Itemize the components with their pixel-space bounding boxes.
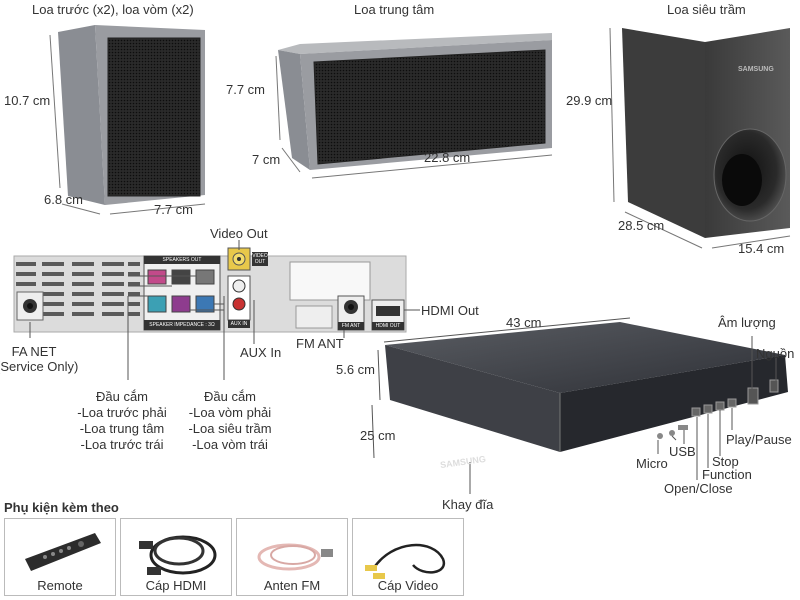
remote-icon	[25, 533, 101, 571]
connector-group-front-line4: -Loa trước trái	[80, 437, 164, 452]
aux-in-port-label: AUX IN	[230, 321, 248, 327]
front-speaker-dimensions	[49, 34, 206, 215]
front-speaker-depth: 6.8 cm	[44, 192, 84, 207]
subwoofer-brand: SAMSUNG	[738, 66, 774, 73]
connector-group-front-line2: -Loa trước phải	[77, 405, 167, 420]
accessory-hdmi-cable: Cáp HDMI	[120, 518, 232, 596]
open-close-label: Open/Close	[664, 481, 733, 496]
function-label: Function	[702, 467, 752, 482]
connector-group-surround-line3: -Loa siêu trầm	[188, 421, 272, 436]
fa-net-label: FA NET (Service Only)	[0, 344, 78, 374]
micro-label: Micro	[636, 456, 668, 471]
connector-group-surround-line2: -Loa vòm phải	[188, 405, 272, 420]
main-unit-width: 43 cm	[506, 315, 542, 330]
center-speaker-width: 22.8 cm	[424, 150, 471, 165]
fa-net-line1: FA NET	[11, 344, 57, 359]
rear-panel-leaders	[29, 240, 420, 380]
connector-group-front-line1: Đầu cắm	[95, 389, 149, 404]
accessory-fm-antenna: Anten FM	[236, 518, 348, 596]
main-unit-leaders	[371, 317, 777, 494]
accessories-title: Phụ kiện kèm theo	[4, 500, 119, 515]
fa-net-line2: (Service Only)	[0, 359, 79, 374]
accessory-remote-label: Remote	[37, 578, 83, 593]
front-speaker	[58, 25, 205, 205]
accessory-video-cable-label: Cáp Video	[377, 578, 439, 593]
fm-ant-port-label: FM ANT	[341, 323, 361, 329]
accessory-hdmi-cable-label: Cáp HDMI	[145, 578, 207, 593]
front-speaker-width: 7.7 cm	[154, 202, 194, 217]
volume-label: Âm lượng	[718, 315, 776, 330]
subwoofer	[622, 28, 790, 238]
connector-group-front: Đầu cắm -Loa trước phải -Loa trung tâm -…	[72, 389, 172, 453]
hdmi-out-label: HDMI Out	[421, 303, 479, 318]
connector-group-front-line3: -Loa trung tâm	[79, 421, 165, 436]
main-unit	[385, 322, 788, 452]
disc-tray-label: Khay đĩa	[442, 497, 494, 512]
aux-in-label: AUX In	[240, 345, 282, 360]
front-speaker-title: Loa trước (x2), loa vòm (x2)	[32, 2, 194, 17]
subwoofer-dimensions	[609, 27, 791, 249]
subwoofer-depth: 28.5 cm	[618, 218, 665, 233]
subwoofer-title: Loa siêu trầm	[667, 2, 746, 17]
speaker-impedance-label: SPEAKER IMPEDANCE : 3Ω	[149, 322, 215, 328]
accessory-fm-antenna-label: Anten FM	[263, 578, 321, 593]
center-speaker	[278, 33, 552, 170]
center-speaker-dimensions	[275, 55, 553, 179]
accessory-video-cable: Cáp Video	[352, 518, 464, 596]
speakers-out-label: SPEAKERS OUT	[162, 257, 202, 263]
video-out-port-label: VIDEO OUT	[252, 253, 268, 265]
center-speaker-title: Loa trung tâm	[354, 2, 435, 17]
center-speaker-height: 7.7 cm	[226, 82, 266, 97]
fm-ant-label: FM ANT	[296, 336, 344, 351]
center-speaker-depth: 7 cm	[252, 152, 281, 167]
play-pause-label: Play/Pause	[726, 432, 792, 447]
subwoofer-width: 15.4 cm	[738, 241, 785, 256]
main-unit-height: 5.6 cm	[336, 362, 376, 377]
fm-antenna-icon	[257, 543, 333, 571]
power-label: Nguồn	[756, 346, 795, 361]
hdmi-cable-icon	[139, 535, 217, 575]
accessory-remote: Remote	[4, 518, 116, 596]
usb-label: USB	[669, 444, 696, 459]
rear-panel	[13, 247, 407, 333]
main-unit-depth: 25 cm	[360, 428, 396, 443]
video-out-label: Video Out	[210, 226, 268, 241]
front-speaker-height: 10.7 cm	[4, 93, 51, 108]
connector-group-surround-line4: -Loa vòm trái	[192, 437, 268, 452]
subwoofer-height: 29.9 cm	[566, 93, 613, 108]
connector-group-surround-line1: Đầu cắm	[203, 389, 257, 404]
video-cable-icon	[365, 543, 446, 579]
connector-group-surround: Đầu cắm -Loa vòm phải -Loa siêu trầm -Lo…	[180, 389, 280, 453]
hdmi-out-port-label: HDMI OUT	[375, 323, 401, 329]
stop-label: Stop	[712, 454, 739, 469]
